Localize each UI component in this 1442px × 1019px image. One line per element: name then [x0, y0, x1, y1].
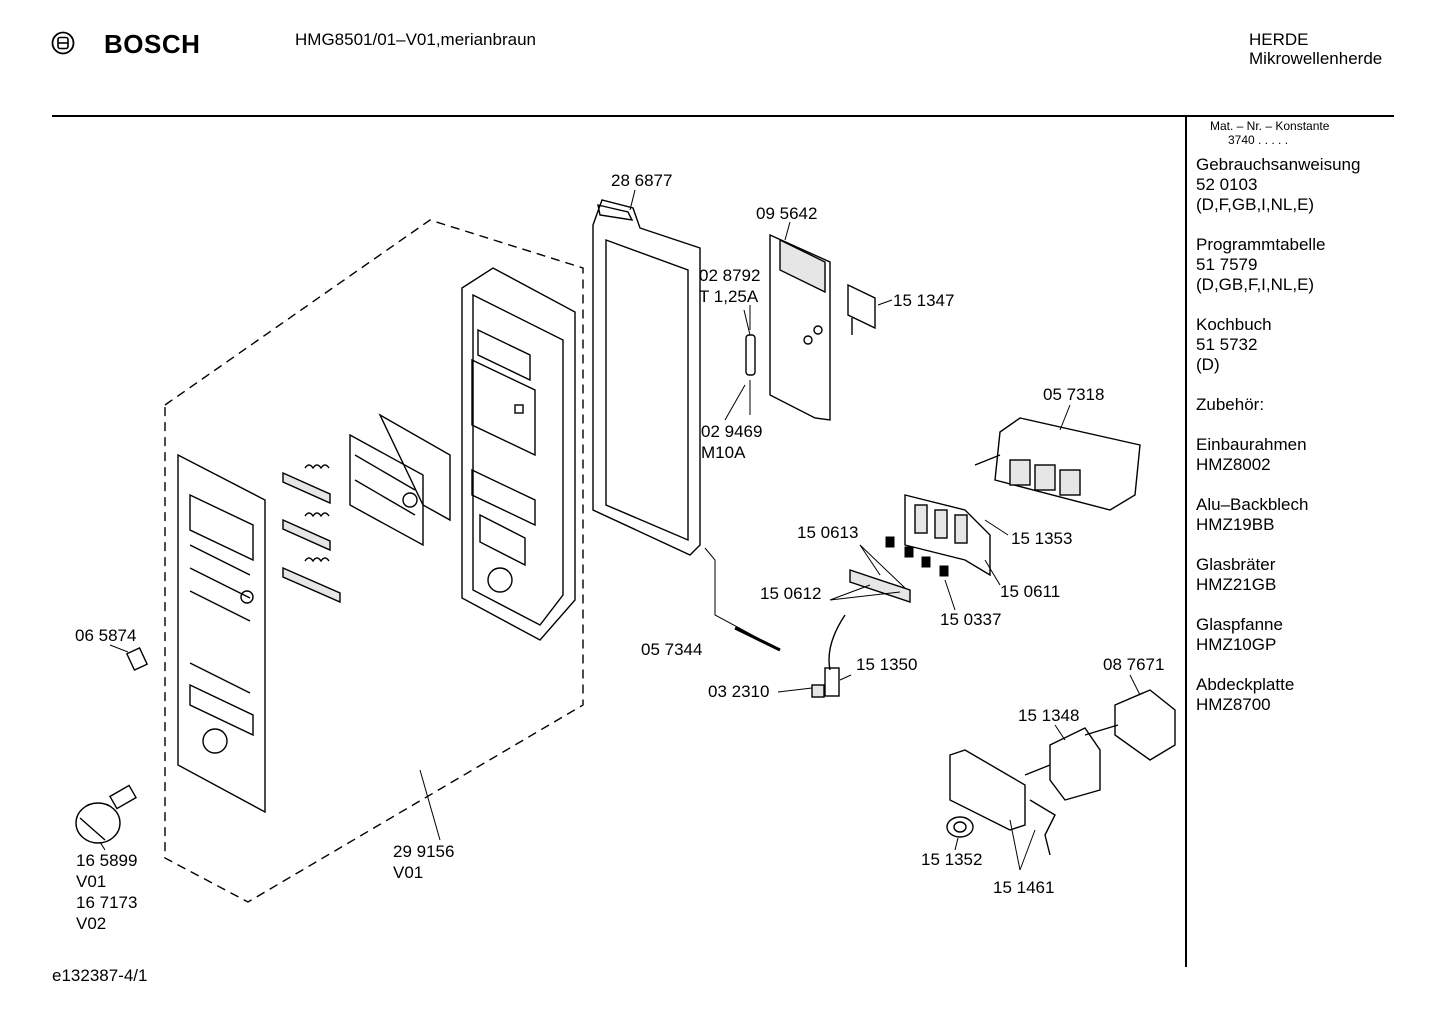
part-label: 15 1461: [993, 878, 1055, 897]
part-label: 16 5899 V01 16 7173 V02: [76, 850, 137, 934]
part-number: 02 9469: [701, 422, 763, 441]
mounting-frame-part: [592, 199, 701, 556]
part-label: 15 1352: [921, 850, 983, 869]
assembly-boundary: [164, 219, 584, 903]
sidebar-item-kochbuch: Kochbuch 51 5732 (D): [1196, 315, 1436, 375]
sidebar-item-abdeckplatte: Abdeckplatte HMZ8700: [1196, 675, 1436, 715]
part-number: 16 5899: [76, 851, 138, 870]
item-line: Einbaurahmen: [1196, 435, 1307, 454]
item-line: (D,GB,F,I,NL,E): [1196, 275, 1315, 294]
item-line: HMZ21GB: [1196, 575, 1277, 594]
part-label: 03 2310: [708, 682, 770, 701]
terminals-part: [885, 536, 949, 577]
mat-nr-value: 3740 . . . . .: [1228, 133, 1289, 147]
timer-part: [1084, 689, 1176, 761]
item-line: Abdeckplatte: [1196, 675, 1295, 694]
button-bracket-part: [349, 413, 451, 547]
rotary-encoder-part: [847, 283, 893, 335]
sensor-part: [811, 614, 846, 698]
category: HERDE Mikrowellenherde: [1249, 30, 1382, 68]
mounting-bracket-part: [949, 749, 1056, 856]
part-label: 08 7671: [1103, 655, 1165, 674]
part-label: 15 1347: [893, 291, 955, 310]
part-label: 15 0613: [797, 523, 859, 542]
control-housing-part: [461, 267, 576, 641]
item-line: HMZ8700: [1196, 695, 1271, 714]
part-label: 29 9156 V01: [393, 841, 454, 883]
bosch-logo-icon: [51, 31, 75, 55]
item-line: HMZ19BB: [1196, 515, 1275, 534]
part-spec: T 1,25A: [699, 287, 759, 306]
item-line: HMZ8002: [1196, 455, 1271, 474]
part-variant: V01: [76, 872, 107, 891]
item-line: 52 0103: [1196, 175, 1258, 194]
item-line: Zubehör:: [1196, 395, 1265, 414]
sidebar-item-alu-backblech: Alu–Backblech HMZ19BB: [1196, 495, 1436, 535]
wire-part: [704, 547, 781, 652]
part-label: 15 1348: [1018, 706, 1080, 725]
item-line: Gebrauchsanweisung: [1196, 155, 1361, 174]
part-variant: V02: [76, 914, 107, 933]
part-label: 05 7344: [641, 640, 703, 659]
part-number: 29 9156: [393, 842, 455, 861]
part-label: 15 0611: [1000, 582, 1061, 601]
item-line: Programmtabelle: [1196, 235, 1326, 254]
sidebar-divider: [1185, 117, 1187, 967]
document-code: e132387-4/1: [52, 966, 148, 985]
sidebar-item-glaspfanne: Glaspfanne HMZ10GP: [1196, 615, 1436, 655]
part-label: 09 5642: [756, 204, 818, 223]
item-line: Kochbuch: [1196, 315, 1272, 334]
part-label: 15 0337: [940, 610, 1002, 629]
knob-part: [75, 784, 137, 844]
pin-part: [125, 646, 149, 672]
part-label: 02 9469 M10A: [701, 421, 762, 463]
model-number: HMG8501/01–V01,merianbraun: [295, 30, 536, 49]
item-line: HMZ10GP: [1196, 635, 1277, 654]
fuse-part: [745, 305, 756, 415]
part-label: 15 1353: [1011, 529, 1073, 548]
sidebar-item-glasbraeter: Glasbräter HMZ21GB: [1196, 555, 1436, 595]
part-spec: M10A: [701, 443, 746, 462]
part-label: 02 8792 T 1,25A: [699, 265, 760, 307]
part-label: 15 0612: [760, 584, 822, 603]
part-variant: V01: [393, 863, 424, 882]
item-line: 51 5732: [1196, 335, 1258, 354]
part-number: 16 7173: [76, 893, 138, 912]
exploded-parts-diagram: [75, 189, 1176, 903]
item-line: (D): [1196, 355, 1220, 374]
item-line: Glaspfanne: [1196, 615, 1283, 634]
selector-switch-part: [1024, 727, 1101, 801]
brand-name: BOSCH: [104, 29, 201, 59]
part-label: 06 5874: [75, 626, 137, 645]
category-line: Mikrowellenherde: [1249, 49, 1383, 68]
contact-holder-part: [904, 494, 991, 577]
circuit-board-part: [769, 233, 831, 421]
item-line: Alu–Backblech: [1196, 495, 1309, 514]
sidebar-item-einbaurahmen: Einbaurahmen HMZ8002: [1196, 435, 1436, 475]
item-line: 51 7579: [1196, 255, 1258, 274]
sidebar: Mat. – Nr. – Konstante 3740 . . . . . Ge…: [1196, 119, 1436, 735]
sidebar-item-gebrauchsanweisung: Gebrauchsanweisung 52 0103 (D,F,GB,I,NL,…: [1196, 155, 1436, 215]
item-line: (D,F,GB,I,NL,E): [1196, 195, 1315, 214]
item-line: Glasbräter: [1196, 555, 1276, 574]
knob-holder-part: [946, 816, 974, 838]
header-divider: [52, 115, 1394, 117]
contact-bar-part: [849, 569, 911, 603]
relay-block-part: [974, 417, 1141, 511]
part-number: 02 8792: [699, 266, 761, 285]
part-label: 15 1350: [856, 655, 918, 674]
part-label: 28 6877: [611, 171, 673, 190]
front-panel-part: [177, 453, 266, 814]
sidebar-item-programmtabelle: Programmtabelle 51 7579 (D,GB,F,I,NL,E): [1196, 235, 1436, 295]
mat-nr-title: Mat. – Nr. – Konstante: [1210, 119, 1330, 133]
sidebar-item-zubehoer: Zubehör:: [1196, 395, 1436, 415]
part-label: 05 7318: [1043, 385, 1105, 404]
mat-nr-block: Mat. – Nr. – Konstante 3740 . . . . .: [1196, 119, 1436, 147]
button-springs-part: [282, 464, 341, 604]
category-line: HERDE: [1249, 30, 1309, 49]
